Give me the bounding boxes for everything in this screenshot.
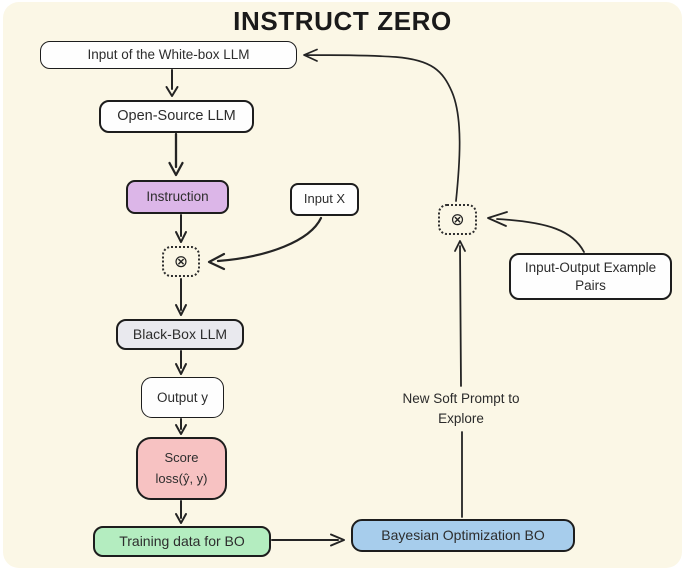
node-label: Input-Output Example Pairs [524, 259, 657, 293]
combine-operator-left: ⊗ [162, 246, 200, 277]
node-label: Bayesian Optimization BO [381, 527, 545, 544]
node-label: Input X [303, 191, 346, 207]
label-new-soft-prompt: New Soft Prompt to Explore [386, 389, 536, 430]
node-label: Black-Box LLM [132, 326, 228, 343]
node-whitebox-llm-input: Input of the White-box LLM [40, 41, 297, 69]
node-training-data-bo: Training data for BO [93, 526, 271, 557]
tensor-product-icon: ⊗ [450, 209, 465, 229]
node-label-line1: Score [164, 450, 199, 466]
node-bayesian-optimization: Bayesian Optimization BO [351, 519, 575, 552]
node-score-loss: Score loss(ŷ, y) [136, 437, 227, 500]
node-open-source-llm: Open-Source LLM [99, 100, 254, 133]
node-input-x: Input X [290, 183, 359, 216]
node-label: Instruction [146, 189, 209, 205]
node-label-line2: loss(ŷ, y) [155, 470, 208, 486]
node-label: Training data for BO [119, 533, 245, 550]
tensor-product-icon: ⊗ [173, 251, 189, 271]
combine-operator-right: ⊗ [438, 204, 477, 235]
node-instruction: Instruction [126, 180, 229, 214]
floating-label-text: New Soft Prompt to Explore [402, 391, 520, 427]
node-black-box-llm: Black-Box LLM [116, 319, 244, 350]
diagram-title: INSTRUCT ZERO [233, 6, 452, 36]
node-output-y: Output y [141, 377, 224, 418]
node-label: Open-Source LLM [117, 108, 236, 125]
node-label: Output y [156, 389, 209, 405]
node-label: Input of the White-box LLM [87, 47, 250, 63]
node-input-output-example-pairs: Input-Output Example Pairs [509, 253, 672, 300]
